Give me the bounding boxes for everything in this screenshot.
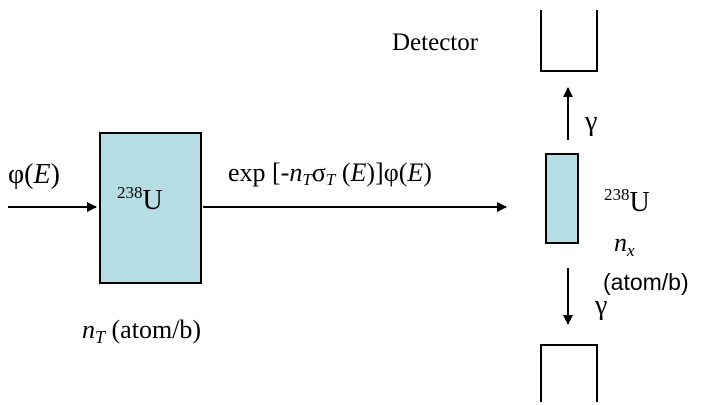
sample-density-symbol: nx — [614, 228, 635, 260]
sample-block — [545, 153, 579, 244]
detector-top — [540, 10, 598, 72]
transmitted-flux-label: exp [-nTσT (E)]φ(E) — [228, 158, 432, 189]
incident-flux-label: φ(E) — [8, 159, 60, 190]
target-block — [99, 132, 202, 284]
sample-density-units: (atom/b) — [603, 269, 689, 295]
gamma-up-label: γ — [584, 106, 597, 137]
gamma-down-label: γ — [594, 290, 607, 321]
target-isotope-label: 238U — [117, 183, 163, 216]
detector-label: Detector — [392, 29, 479, 56]
sample-isotope-label: 238U — [604, 185, 650, 218]
detector-bottom — [540, 344, 598, 402]
target-density-label: nT (atom/b) — [82, 315, 201, 347]
